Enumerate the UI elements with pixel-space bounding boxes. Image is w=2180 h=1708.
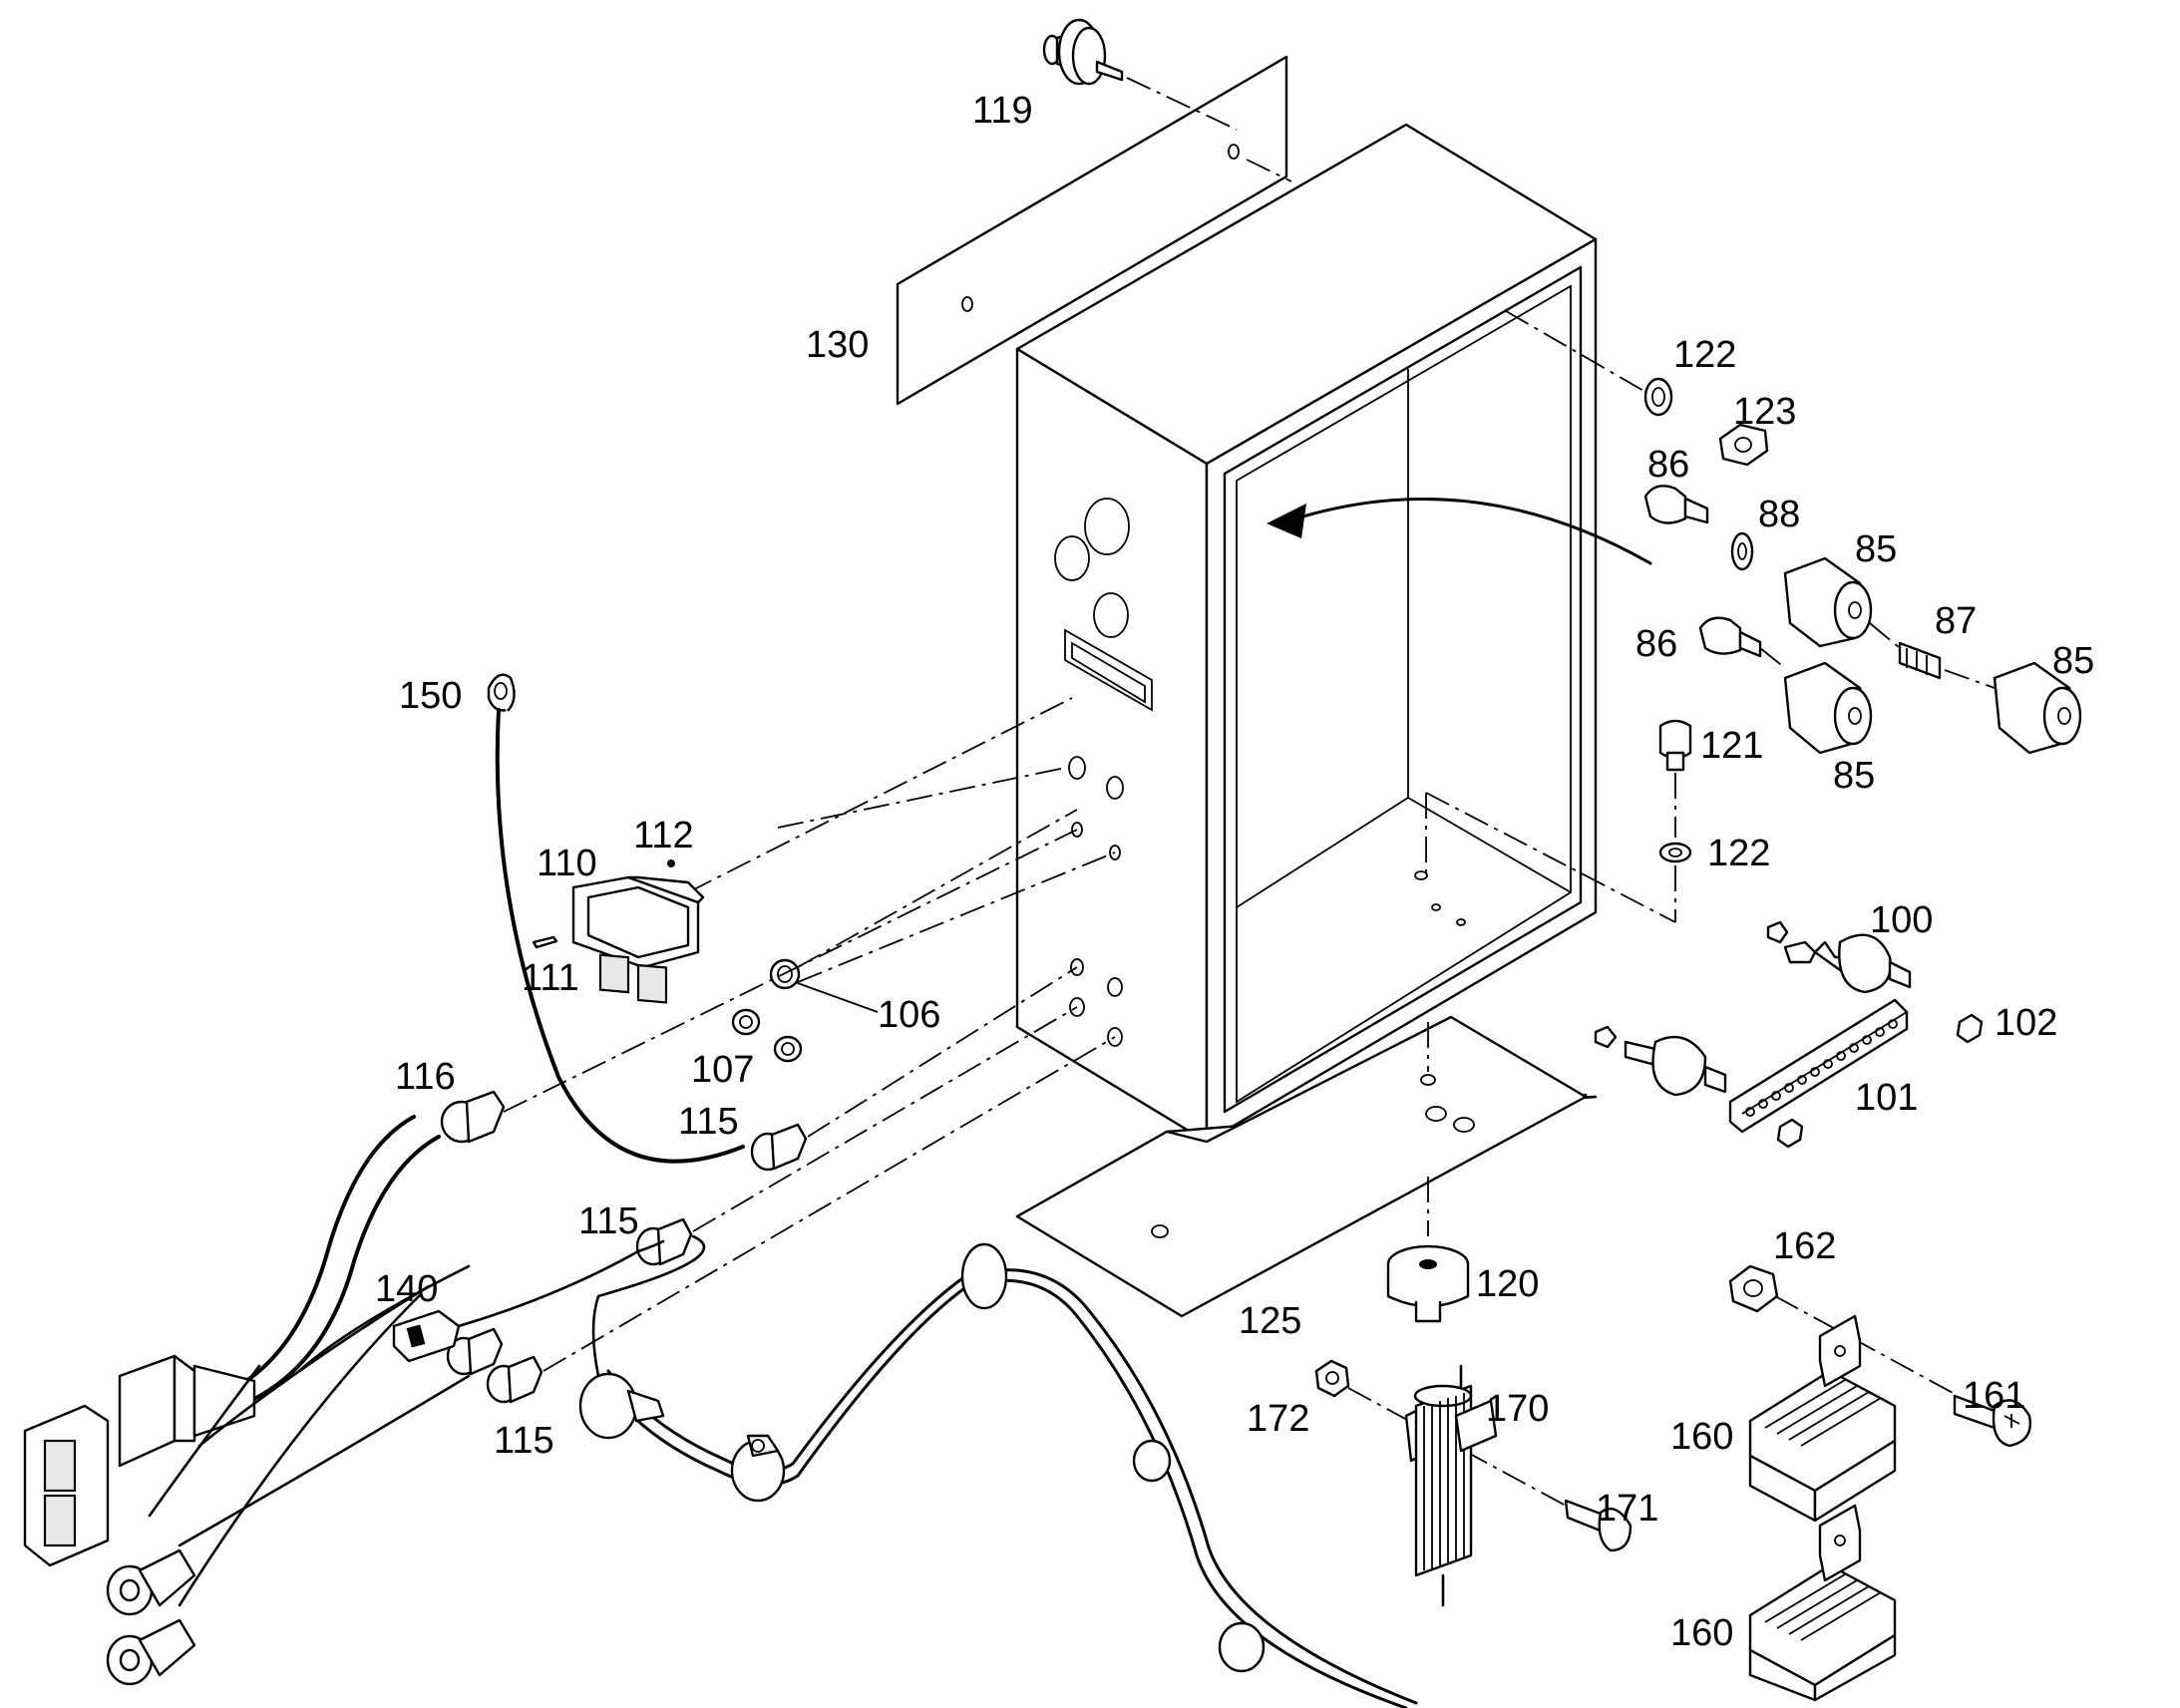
label-112: 112: [633, 815, 694, 856]
label-102: 102: [1995, 1002, 2057, 1044]
busbar-101: [1594, 920, 1984, 1149]
label-85-upper: 85: [1855, 528, 1897, 570]
gland-116: [440, 829, 1078, 1144]
label-86-upper: 86: [1647, 444, 1689, 486]
mount-120: [1386, 1244, 1470, 1323]
heatsink-160-upper: [1748, 1314, 1897, 1523]
label-85-lower: 85: [1833, 755, 1875, 797]
screw-171: [1564, 1499, 1633, 1552]
label-122-lower: 122: [1707, 833, 1770, 874]
label-120: 120: [1476, 1263, 1539, 1305]
label-115-lower: 115: [494, 1420, 554, 1462]
label-160-upper: 160: [1670, 1416, 1733, 1458]
label-116: 116: [395, 1056, 456, 1098]
heatsink-160-lower: [1748, 1504, 1897, 1702]
connector-110: [532, 697, 1073, 1004]
label-150: 150: [399, 675, 462, 717]
base-plate-125: [1015, 1015, 1598, 1318]
connector-119: [1042, 18, 1292, 182]
label-101: 101: [1855, 1077, 1918, 1119]
label-85-right: 85: [2052, 640, 2094, 682]
label-107: 107: [691, 1049, 754, 1091]
label-161: 161: [1963, 1375, 2025, 1417]
label-160-lower: 160: [1670, 1612, 1733, 1654]
label-130: 130: [806, 324, 869, 366]
label-106: 106: [878, 994, 940, 1036]
cable-150: [487, 673, 745, 1164]
nut-162: [1728, 1264, 1956, 1395]
label-87: 87: [1935, 600, 1977, 642]
label-115-upper: 115: [678, 1101, 739, 1143]
label-119: 119: [972, 90, 1033, 132]
hardware-right: [1425, 310, 2082, 923]
label-121: 121: [1700, 725, 1763, 767]
label-172: 172: [1247, 1398, 1309, 1440]
label-111: 111: [522, 957, 579, 999]
plate-130: [896, 55, 1288, 406]
label-100: 100: [1870, 899, 1933, 941]
label-123: 123: [1733, 391, 1796, 433]
label-86-lower: 86: [1635, 623, 1677, 665]
cable-harness: [23, 1115, 1418, 1708]
part-labels: 119 130 122 123 86 88 85 87 85 86 121 85…: [375, 90, 2094, 1654]
label-122-upper: 122: [1673, 334, 1736, 376]
label-115-middle: 115: [578, 1200, 639, 1242]
label-88: 88: [1758, 494, 1800, 535]
resistor-170: [1404, 1364, 1498, 1607]
gland-115-upper: [750, 966, 1078, 1172]
label-171: 171: [1596, 1488, 1658, 1530]
screw-161: [1953, 1394, 2031, 1448]
label-140: 140: [375, 1268, 438, 1310]
label-110: 110: [537, 843, 597, 884]
gland-115-lower: [446, 1036, 1116, 1404]
label-162: 162: [1773, 1225, 1836, 1267]
label-170: 170: [1486, 1388, 1549, 1430]
enclosure-box: [1015, 123, 1652, 1144]
label-125: 125: [1239, 1300, 1301, 1342]
